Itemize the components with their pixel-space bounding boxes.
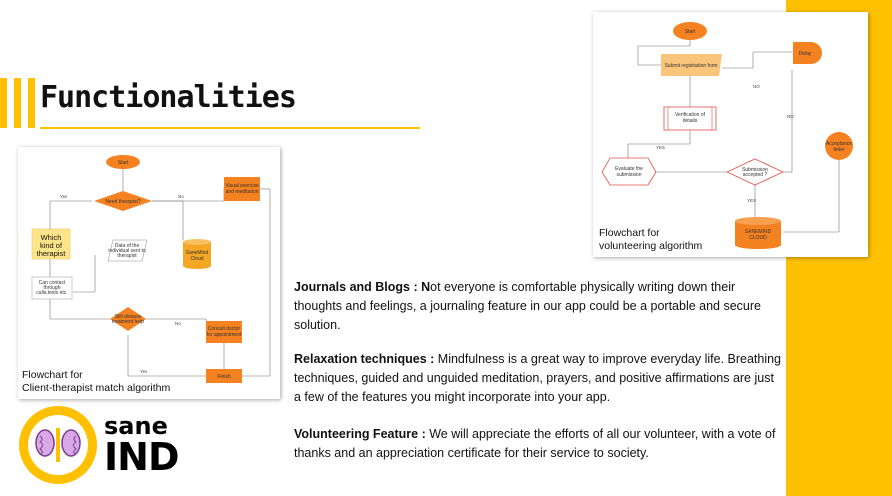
rf-ack-node: [825, 132, 853, 160]
lf-ok-label-2: treatment help: [112, 319, 144, 325]
rf-evaluate-label-2: submission: [616, 172, 641, 178]
lf-data-label-2: individual sent to: [108, 248, 145, 254]
lf-cloud-label-1: SaneMind: [186, 250, 209, 256]
volunteering-text: We will appreciate the efforts of all ou…: [294, 427, 776, 460]
lf-contact-label-3: calls,texts etc.: [36, 290, 67, 296]
rf-no-label-2: NO: [787, 114, 794, 119]
rf-submit-node: [661, 54, 722, 76]
client-therapist-flowchart: Start Need therapist? Yes No Visual exer…: [31, 155, 271, 383]
title-accent-bar-1: [0, 78, 7, 128]
lf-ok-node: [110, 307, 146, 331]
lf-decision-label: Need therapist?: [105, 199, 141, 205]
feature-journals: Journals and Blogs : Not everyone is com…: [294, 278, 784, 335]
lf-consult-node: [206, 321, 242, 343]
rf-caption-line-1: Flowchart for: [599, 227, 660, 239]
lf-which-label-1: Which: [41, 233, 62, 242]
rf-caption-line-2: volunteering algorithm: [599, 240, 703, 252]
title-underline: [40, 127, 420, 129]
lf-consult-label-1: Consult doctor: [208, 326, 241, 332]
rf-accepted-label-1: Submission: [742, 167, 768, 173]
volunteering-flowchart-card: Start Submit registration form Delay NO …: [593, 12, 868, 257]
sanemind-logo: sane IND: [18, 404, 188, 486]
lf-visual-node: [224, 177, 260, 201]
volunteering-flowchart: Start Submit registration form Delay NO …: [601, 22, 853, 249]
lf-caption-line-1: Flowchart for: [22, 369, 83, 381]
rf-yes-label-2: YES: [747, 198, 756, 203]
lf-no-label-2: No: [175, 321, 181, 326]
lf-data-label-1: Data of the: [115, 243, 140, 249]
lf-which-label-2: kind of: [40, 241, 63, 250]
feature-relaxation: Relaxation techniques : Mindfulness is a…: [294, 350, 784, 407]
rf-verify-node: [663, 106, 717, 131]
lf-yes-label-2: Yes: [140, 369, 148, 374]
title-accent-bar-2: [14, 78, 21, 128]
lf-yes-label: Yes: [60, 194, 68, 199]
rf-cloud-label-2: CLOUD: [749, 235, 767, 241]
rf-evaluate-label-1: Evaluate the: [615, 166, 643, 172]
rf-ack-label-1: Acceptance: [826, 141, 852, 147]
lf-caption-line-2: Client-therapist match algorithm: [22, 382, 171, 394]
title-accent-bar-3: [28, 78, 35, 128]
rf-cloud-node: [735, 217, 781, 249]
relaxation-heading: Relaxation techniques :: [294, 352, 438, 366]
rf-accepted-label-2: accepted ?: [743, 172, 768, 178]
lf-ok-label-1: Still disease: [115, 314, 142, 320]
rf-cloud-label-1: SANEMIND: [745, 229, 772, 235]
sanemind-logo-graphic: sane IND: [19, 406, 179, 484]
lf-which-label-3: therapist: [37, 249, 67, 258]
rf-delay-label: Delay: [799, 51, 812, 57]
lf-data-label-3: therapist: [117, 253, 137, 259]
journals-text: ot everyone is comfortable physically wr…: [294, 280, 761, 332]
rf-accepted-node: [726, 158, 784, 186]
lf-visual-label-2: and meditation: [226, 189, 259, 195]
rf-verify-label-1: Verification of: [675, 112, 706, 118]
lf-visual-label-1: Visual exercise: [225, 183, 259, 189]
lf-cloud-node: [183, 239, 211, 269]
rf-evaluate-node: [601, 157, 657, 186]
lf-decision-node: [94, 191, 152, 211]
lf-contact-node: [31, 276, 73, 300]
lf-cloud-label-2: Cloud: [190, 256, 203, 262]
lf-which-node: [31, 228, 71, 260]
lf-no-label: No: [178, 194, 184, 199]
rf-ack-label-2: letter: [833, 147, 844, 153]
lf-contact-label-2: through: [44, 285, 61, 291]
slide-title: Functionalities: [40, 80, 297, 115]
brain-icon-left: [35, 429, 55, 457]
lf-start-node: [106, 155, 140, 169]
logo-word-ind: IND: [104, 435, 178, 479]
client-therapist-caption: Flowchart for Client-therapist match alg…: [22, 369, 170, 395]
lf-consult-label-2: for appointment: [207, 332, 242, 338]
rf-start-node: [673, 22, 707, 40]
lf-finish-node: [206, 369, 242, 383]
feature-volunteering: Volunteering Feature : We will appreciat…: [294, 425, 784, 463]
lf-data-node: [107, 239, 148, 262]
lf-contact-label-1: Can contact: [39, 280, 66, 286]
rf-verify-label-2: details: [683, 118, 698, 124]
rf-yes-label-1: YES: [656, 145, 665, 150]
rf-no-label-1: NO: [753, 84, 760, 89]
brain-icon-right: [61, 429, 81, 457]
rf-delay-node: [793, 42, 822, 64]
journals-lead: N: [421, 280, 431, 294]
client-therapist-flowchart-card: Start Need therapist? Yes No Visual exer…: [18, 147, 280, 399]
rf-submit-label: Submit registration form: [664, 63, 717, 69]
volunteering-heading: Volunteering Feature :: [294, 427, 430, 441]
logo-word-sane: sane: [104, 412, 168, 440]
relaxation-text: Mindfulness is a great way to improve ev…: [294, 352, 782, 404]
rf-start-label: Start: [685, 29, 696, 35]
lf-finish-label: Finish: [217, 374, 231, 380]
lf-start-label: Start: [118, 160, 129, 166]
journals-heading: Journals and Blogs :: [294, 280, 422, 294]
volunteering-caption: Flowchart for volunteering algorithm: [599, 227, 702, 253]
